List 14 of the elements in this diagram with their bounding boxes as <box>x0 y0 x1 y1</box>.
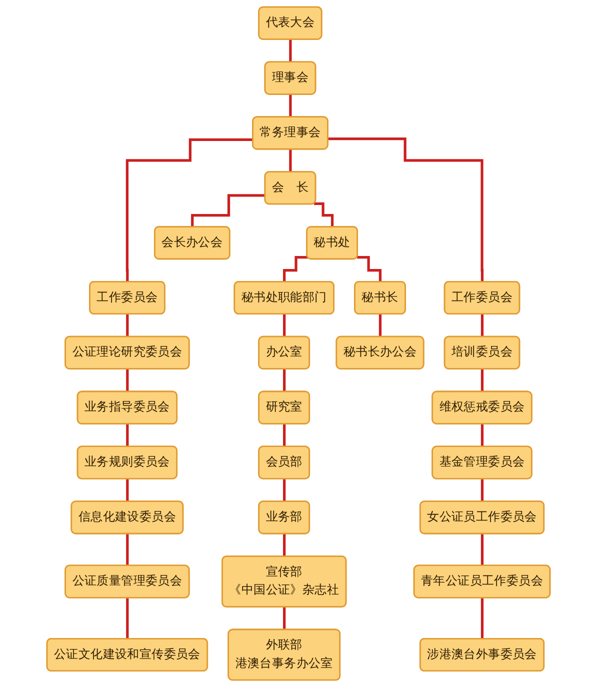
connector <box>126 596 128 640</box>
connector <box>126 312 128 338</box>
connector <box>328 137 484 284</box>
connector <box>282 532 286 558</box>
connector <box>480 596 484 640</box>
connector <box>314 202 334 228</box>
connector <box>190 194 265 228</box>
connector <box>480 312 484 338</box>
connector <box>282 256 308 284</box>
connector <box>282 312 286 338</box>
connector <box>356 256 382 284</box>
connector <box>125 138 253 284</box>
connector <box>378 312 382 338</box>
connector <box>288 148 292 174</box>
